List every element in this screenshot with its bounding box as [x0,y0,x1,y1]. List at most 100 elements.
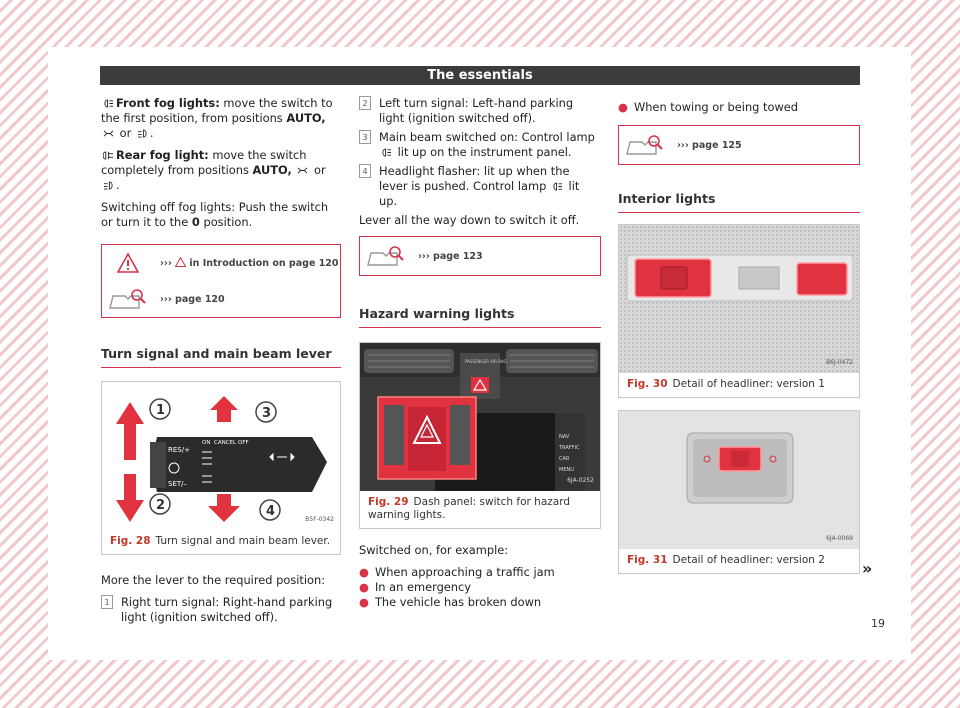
passenger-airbag-label: PASSENGER AIR BAG [465,359,507,364]
rear-fog-text: move the switch completely from position… [101,148,307,177]
item-number-badge: 2 [359,96,371,110]
item3-text-b: lit up on the instrument panel. [394,145,572,159]
section-title-hazard: Hazard warning lights [359,306,601,328]
bullet-dot: ● [359,595,369,609]
book-reference-box: ››› page 125 [618,125,860,165]
speed-icon [168,462,180,474]
warning-ref-text[interactable]: ››› in Introduction on page 120 [160,255,339,271]
set-label: SET/– [168,480,188,488]
nav-button: NAV [559,434,570,440]
book-ref-link[interactable]: ››› page 125 [677,139,742,151]
side-light-icon-2 [298,167,308,174]
bullet-item: ●When approaching a traffic jam [359,565,601,580]
rear-fog-paragraph: Rear fog light: move the switch complete… [101,148,341,193]
book-magnifier-icon [626,135,663,155]
lever-end-cap [150,442,166,488]
page-header: The essentials [100,66,860,85]
book-ref-link[interactable]: ››› page 120 [160,293,225,305]
figure-caption-text: Detail of headliner: version 1 [672,378,825,390]
headliner-v1-image: B6J-0472 [619,225,859,373]
list-item-3: 3 Main beam switched on: Control lamp lit… [359,130,601,160]
rear-fog-label: Rear fog light: [116,148,209,162]
front-fog-or: or [116,126,135,140]
cancel-label: CANCEL [214,440,237,446]
column-right: ●When towing or being towed ››› page 125… [618,96,860,574]
switch-off-paragraph: Switching off fog lights: Push the switc… [101,200,341,230]
item3-text-a: Main beam switched on: Control lamp [379,130,595,144]
item-number-badge: 3 [359,130,371,144]
lever-symbols-2 [202,475,212,483]
hazard-button-small [471,377,489,393]
book-magnifier-icon [109,289,146,309]
figure-code: B5F-0342 [305,516,334,523]
figure-number: Fig. 30 [627,378,668,390]
figure-code: B6J-0472 [826,359,853,366]
bullet-item: ●In an emergency [359,580,601,595]
side-light-icon [103,130,114,137]
switched-on-text: Switched on, for example: [359,543,509,557]
item4-text-b: lit up. [379,179,580,208]
figure-28: RES/+ ON CANCEL OFF SET/– 1 2 3 [101,381,341,555]
lever-down-text: Lever all the way down to switch it off. [359,213,580,227]
hazard-dashboard-illustration: PASSENGER AIR BAG NAV TRAFFIC CAR MENU [360,343,600,491]
bullet-item: ●When towing or being towed [618,100,860,115]
rear-fog-light-icon [103,151,113,160]
book-magnifier-icon [367,246,404,266]
main-beam-icon [382,148,391,157]
callout-4 [259,499,281,521]
figure-caption-text: Detail of headliner: version 2 [672,554,825,566]
arrow-2 [116,474,144,522]
turn-arrows-symbol [269,452,295,462]
warning-reference-box: ››› in Introduction on page 120 ››› page… [101,244,341,318]
switch-off-text: Switching off fog lights: Push the switc… [101,200,329,229]
front-fog-end: . [149,126,154,140]
book-ref-link[interactable]: ››› page 123 [418,250,483,262]
item-text: Main beam switched on: Control lamp lit … [379,130,601,160]
item-text: Headlight flasher: lit up when the lever… [379,164,601,209]
book-reference-row: ››› page 125 [619,126,859,164]
arrow-1 [116,402,144,460]
on-label: ON [202,440,210,446]
figure-caption-text: Dash panel: switch for hazard warn­ing l… [368,496,571,521]
reading-light-right [796,262,848,296]
lever-intro: More the lever to the required position: [101,573,326,587]
traffic-button: TRAFFIC [558,445,580,451]
headliner-v2-image: 6JA-0069 [619,411,859,549]
figure-30: B6J-0472 Fig. 30 Detail of headliner: ver… [618,224,860,398]
dipped-beam-icon [137,129,147,138]
menu-button: MENU [559,467,574,473]
zero-position-label: 0 [191,215,200,229]
bullet-text: When towing or being towed [633,100,799,114]
callout-1 [149,398,171,420]
callout-4-label: 4 [266,504,275,519]
auto-position-label: AUTO, [286,111,326,125]
book-reference-box: ››› page 123 [359,236,601,276]
switch-off-end: position. [199,215,253,229]
off-icon [769,455,777,463]
callout-2-label: 2 [156,498,165,513]
callout-2 [149,493,171,515]
callout-3-label: 3 [262,406,271,421]
section-title-turn-signal: Turn signal and main beam lever [101,346,341,368]
bullet-dot: ● [359,580,369,594]
hazard-dash-image: PASSENGER AIR BAG NAV TRAFFIC CAR MENU 6… [360,343,600,491]
book-reference-row: ››› page 123 [360,237,600,275]
callout-1-label: 1 [156,403,165,418]
page-number: 19 [871,617,885,630]
rear-fog-end: . [116,178,120,192]
lever-illustration: RES/+ ON CANCEL OFF SET/– 1 2 3 [102,382,340,530]
figure-number: Fig. 28 [110,535,151,547]
item4-text-a: Headlight flasher: lit up when the lever… [379,164,570,193]
main-beam-icon-2 [553,182,562,191]
bullet-item: ●The vehicle has broken down [359,595,601,610]
figure-code: 6JA-0069 [826,535,853,542]
front-fog-text: move the switch to the first position, f… [101,96,333,125]
warning-row: ››› in Introduction on page 120 [102,245,340,281]
arrow-3 [210,396,238,422]
